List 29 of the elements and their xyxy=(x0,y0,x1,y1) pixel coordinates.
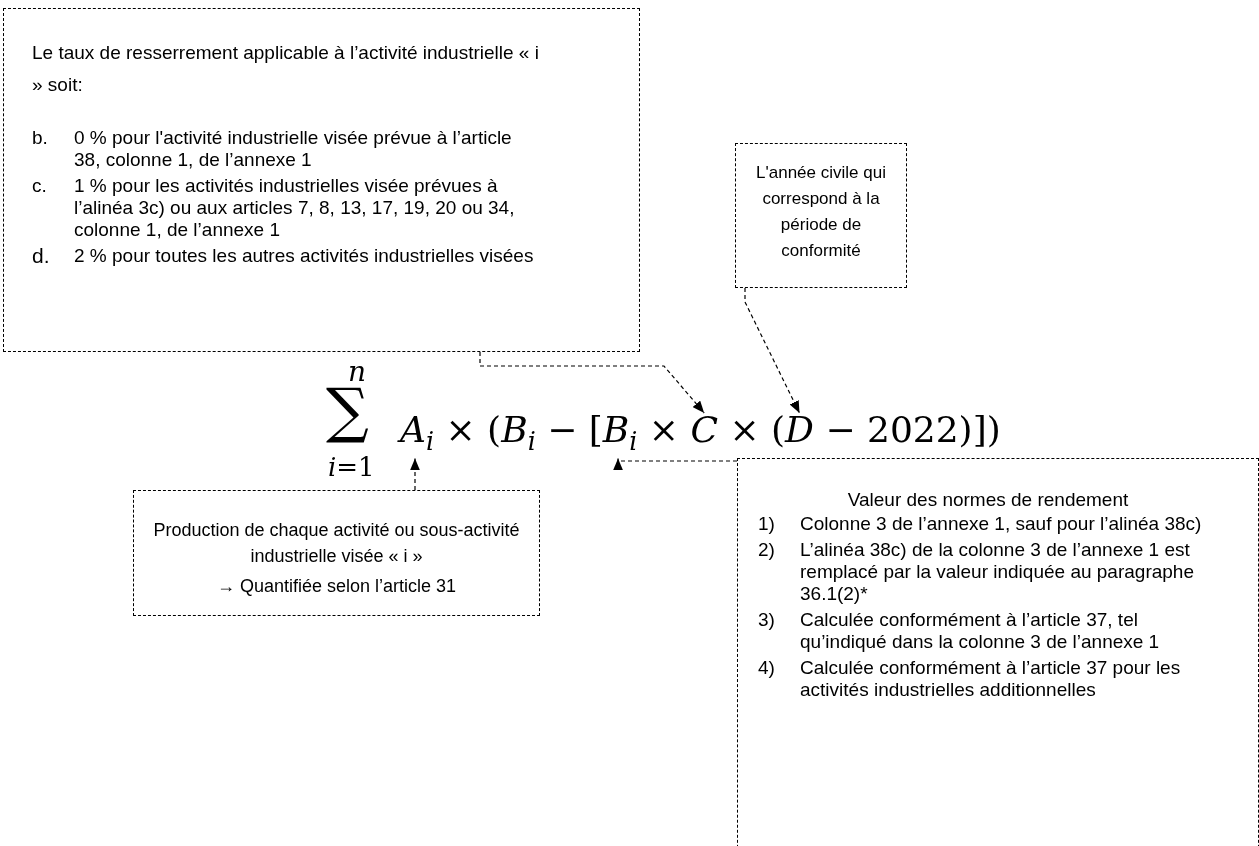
list-item-text: 0 % pour l'activité industrielle visée prévue à l’article 38, colonne 1, de l’annexe 1 xyxy=(74,127,513,171)
list-marker: b. xyxy=(32,127,49,150)
callout-box xyxy=(133,490,540,616)
callout-text: Le taux de resserrement applicable à l’activité industrielle « i » soit: xyxy=(32,41,539,97)
list-marker: 3) xyxy=(758,609,776,632)
callout-text: Production de chaque activité ou sous-activité industrielle visée « i » xyxy=(152,519,521,568)
leader-arrow xyxy=(410,457,420,491)
leader-arrow xyxy=(744,287,801,414)
formula-lower-limit: i=1 xyxy=(328,454,375,480)
list-item-text: L’alinéa 38c) de la colonne 3 de l’annexe 1 est remplacé par la valeur indiquée au paragraphe 36.1(2)* xyxy=(800,539,1195,605)
callout-text: Valeur des normes de rendement xyxy=(846,489,1130,511)
formula-upper-limit: n xyxy=(348,358,367,386)
callout-text: → Quantifiée selon l’article 31 xyxy=(215,575,458,598)
list-item-text: Colonne 3 de l’annexe 1, sauf pour l’alinéa 38c) xyxy=(800,513,1203,535)
list-item-text: Calculée conformément à l’article 37 pour les activités industrielles additionnelles xyxy=(800,657,1182,701)
list-marker: c. xyxy=(32,175,48,198)
list-marker: 4) xyxy=(758,657,776,680)
list-item-text: Calculée conformément à l’article 37, tel qu’indiqué dans la colonne 3 de l’annexe 1 xyxy=(800,609,1161,653)
callout-box xyxy=(735,143,907,288)
leader-arrow xyxy=(613,457,738,471)
callout-box xyxy=(3,8,640,352)
callout-text: L'année civile qui correspond à la période de conformité xyxy=(755,162,887,262)
callout-box xyxy=(737,458,1259,846)
list-item-text: 2 % pour toutes les autres activités industrielles visées xyxy=(74,245,535,267)
list-marker: d. xyxy=(32,245,51,267)
list-item-text: 1 % pour les activités industrielles visée prévues à l’alinéa 3c) ou aux articles 7, 8, 13, 17, 19, 20 ou 34, colonne 1, de l’annexe 1 xyxy=(74,175,516,241)
leader-arrow xyxy=(479,351,705,414)
list-marker: 1) xyxy=(758,513,776,535)
list-marker: 2) xyxy=(758,539,776,562)
